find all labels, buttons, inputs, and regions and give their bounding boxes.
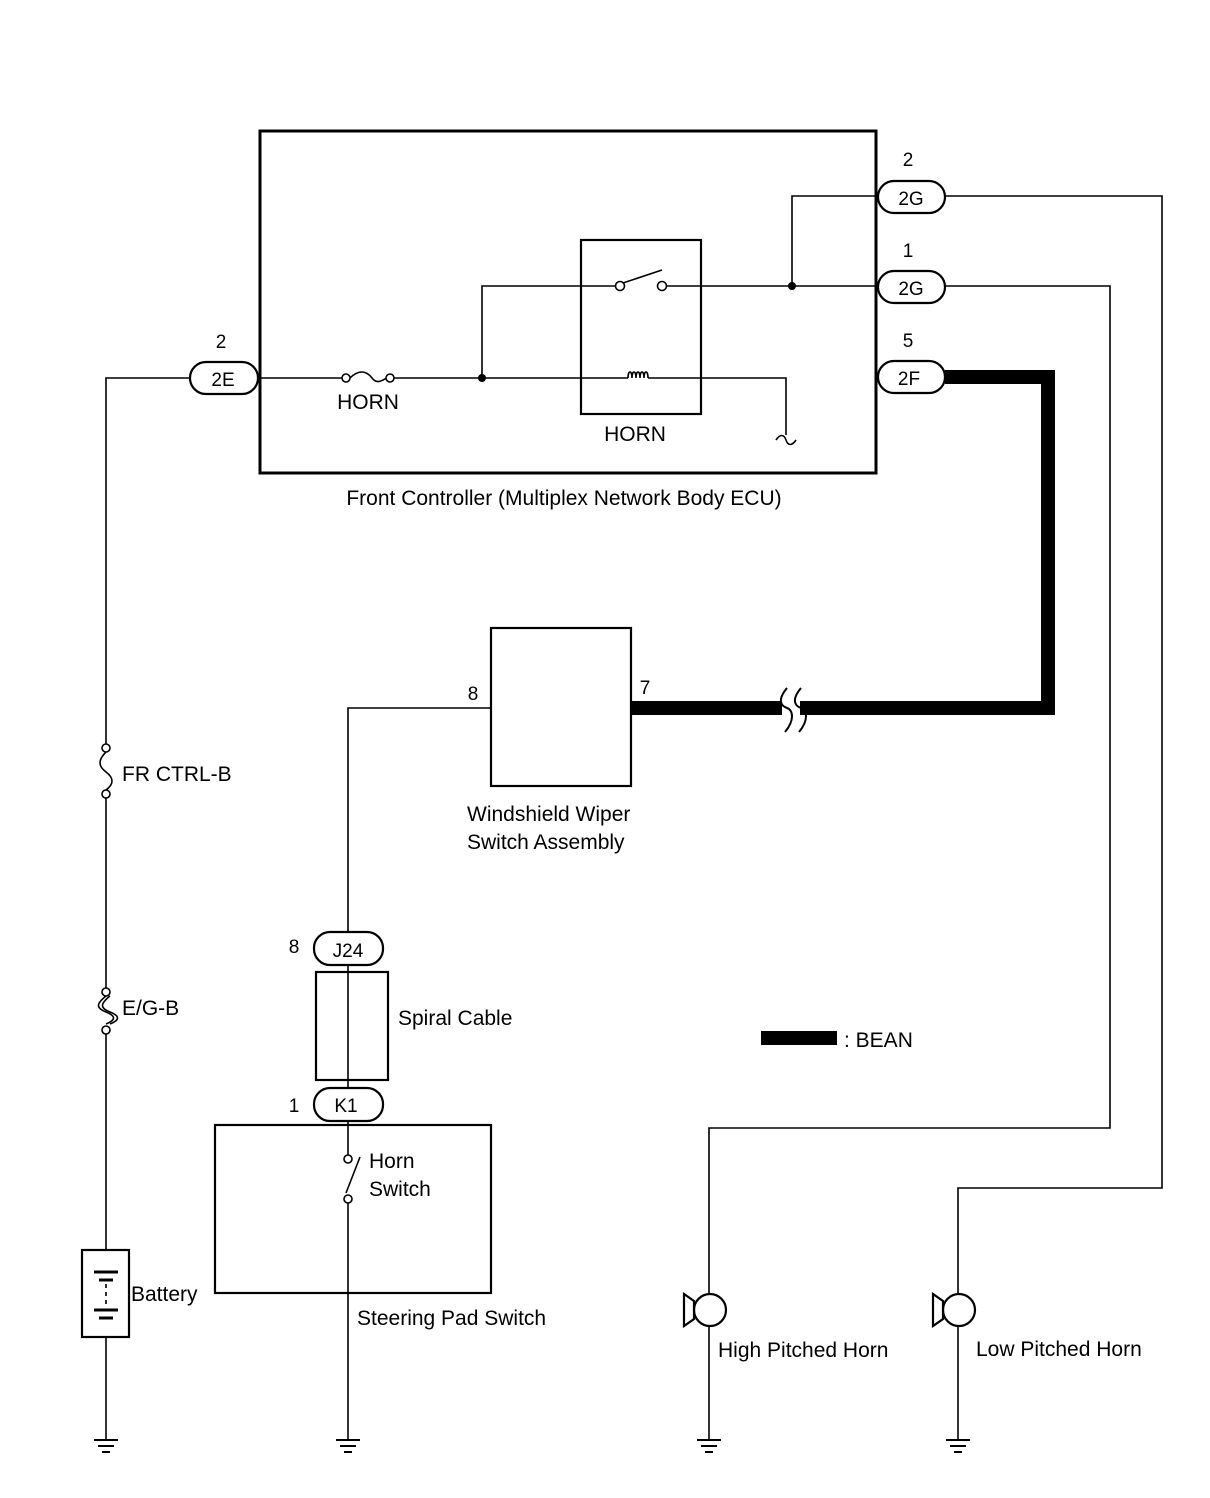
- relay-contact-right: [656, 280, 668, 292]
- connector-2f: 2F 5: [876, 331, 947, 395]
- ecu-label: Front Controller (Multiplex Network Body…: [346, 487, 781, 510]
- horn-switch-icon: [343, 1154, 361, 1204]
- battery-label: Battery: [131, 1283, 198, 1306]
- horn-switch-label-2: Switch: [369, 1178, 431, 1201]
- connector-k1: K1: [312, 1086, 385, 1123]
- wiper-switch-box: [489, 626, 633, 788]
- high-horn-icon: [682, 1291, 728, 1329]
- eg-fuse-label: E/G-B: [122, 997, 179, 1020]
- steering-pad-box: [213, 1123, 493, 1295]
- low-horn-ground-icon: [946, 1439, 970, 1453]
- svg-text:K1: K1: [334, 1096, 357, 1117]
- connector-j24-pin: 8: [289, 937, 300, 958]
- steering-pad-label: Steering Pad Switch: [357, 1307, 546, 1330]
- eg-fuse-icon: [97, 987, 119, 1035]
- high-horn-label: High Pitched Horn: [718, 1339, 888, 1362]
- connector-2e: 2E 2: [188, 332, 260, 396]
- high-horn-ground-icon: [697, 1439, 721, 1453]
- battery-ground-icon: [94, 1439, 118, 1453]
- bean-bus-right: [800, 370, 1055, 715]
- steering-ground-icon: [336, 1439, 360, 1453]
- branch-to-2g-top: [791, 195, 878, 286]
- wiper-switch-pin-left: 8: [468, 684, 479, 705]
- low-horn-label: Low Pitched Horn: [976, 1338, 1142, 1361]
- connector-j24: J24: [312, 930, 385, 967]
- relay-coil-icon: [627, 371, 649, 379]
- svg-text:2: 2: [903, 150, 914, 171]
- spiral-cable-box: [314, 970, 390, 1082]
- high-horn-wire: [708, 285, 1111, 1295]
- fr-ctrl-fuse-icon: [99, 743, 113, 799]
- horn-switch-label-1: Horn: [369, 1150, 415, 1173]
- svg-text:5: 5: [903, 331, 914, 352]
- bean-legend-label: : BEAN: [844, 1029, 913, 1052]
- wiper-switch-label-2: Switch Assembly: [467, 831, 625, 854]
- relay-coil-out-wire: [648, 377, 787, 435]
- wiper-switch-label-1: Windshield Wiper: [467, 803, 630, 826]
- battery-icon: [80, 1248, 131, 1339]
- fr-ctrl-fuse-label: FR CTRL-B: [122, 763, 232, 786]
- relay-contact-arm: [622, 269, 663, 284]
- internal-ground-icon: [775, 434, 797, 446]
- svg-text:2F: 2F: [898, 369, 920, 390]
- connector-2g-mid: 2G 1: [876, 241, 947, 305]
- horn-fuse-label: HORN: [337, 391, 399, 414]
- horn-relay-label: HORN: [604, 423, 666, 446]
- connector-2g-top: 2G 2: [876, 150, 947, 215]
- wiper-switch-pin-right: 7: [640, 678, 651, 699]
- battery-feed-wire-top: [105, 377, 190, 744]
- spiral-cable-label: Spiral Cable: [398, 1007, 512, 1030]
- relay-contact-wire: [481, 285, 618, 378]
- svg-text:2E: 2E: [211, 370, 234, 391]
- svg-text:2G: 2G: [898, 189, 923, 210]
- connector-k1-pin: 1: [289, 1096, 300, 1117]
- bean-legend-swatch: [761, 1031, 837, 1045]
- bean-break-icon: [780, 687, 807, 733]
- wiper-to-j24-wire: [347, 707, 491, 932]
- ecu-box: [258, 129, 878, 475]
- svg-text:2G: 2G: [898, 279, 923, 300]
- junction-792: [788, 282, 796, 290]
- svg-text:J24: J24: [333, 941, 364, 962]
- svg-text:2: 2: [216, 332, 227, 353]
- low-horn-wire: [945, 195, 1163, 1295]
- relay-contact-left: [614, 280, 626, 292]
- svg-text:1: 1: [903, 241, 914, 262]
- low-horn-icon: [931, 1291, 977, 1329]
- junction-482: [478, 374, 486, 382]
- horn-relay-box: [579, 238, 703, 416]
- horn-fuse-icon: [341, 371, 395, 383]
